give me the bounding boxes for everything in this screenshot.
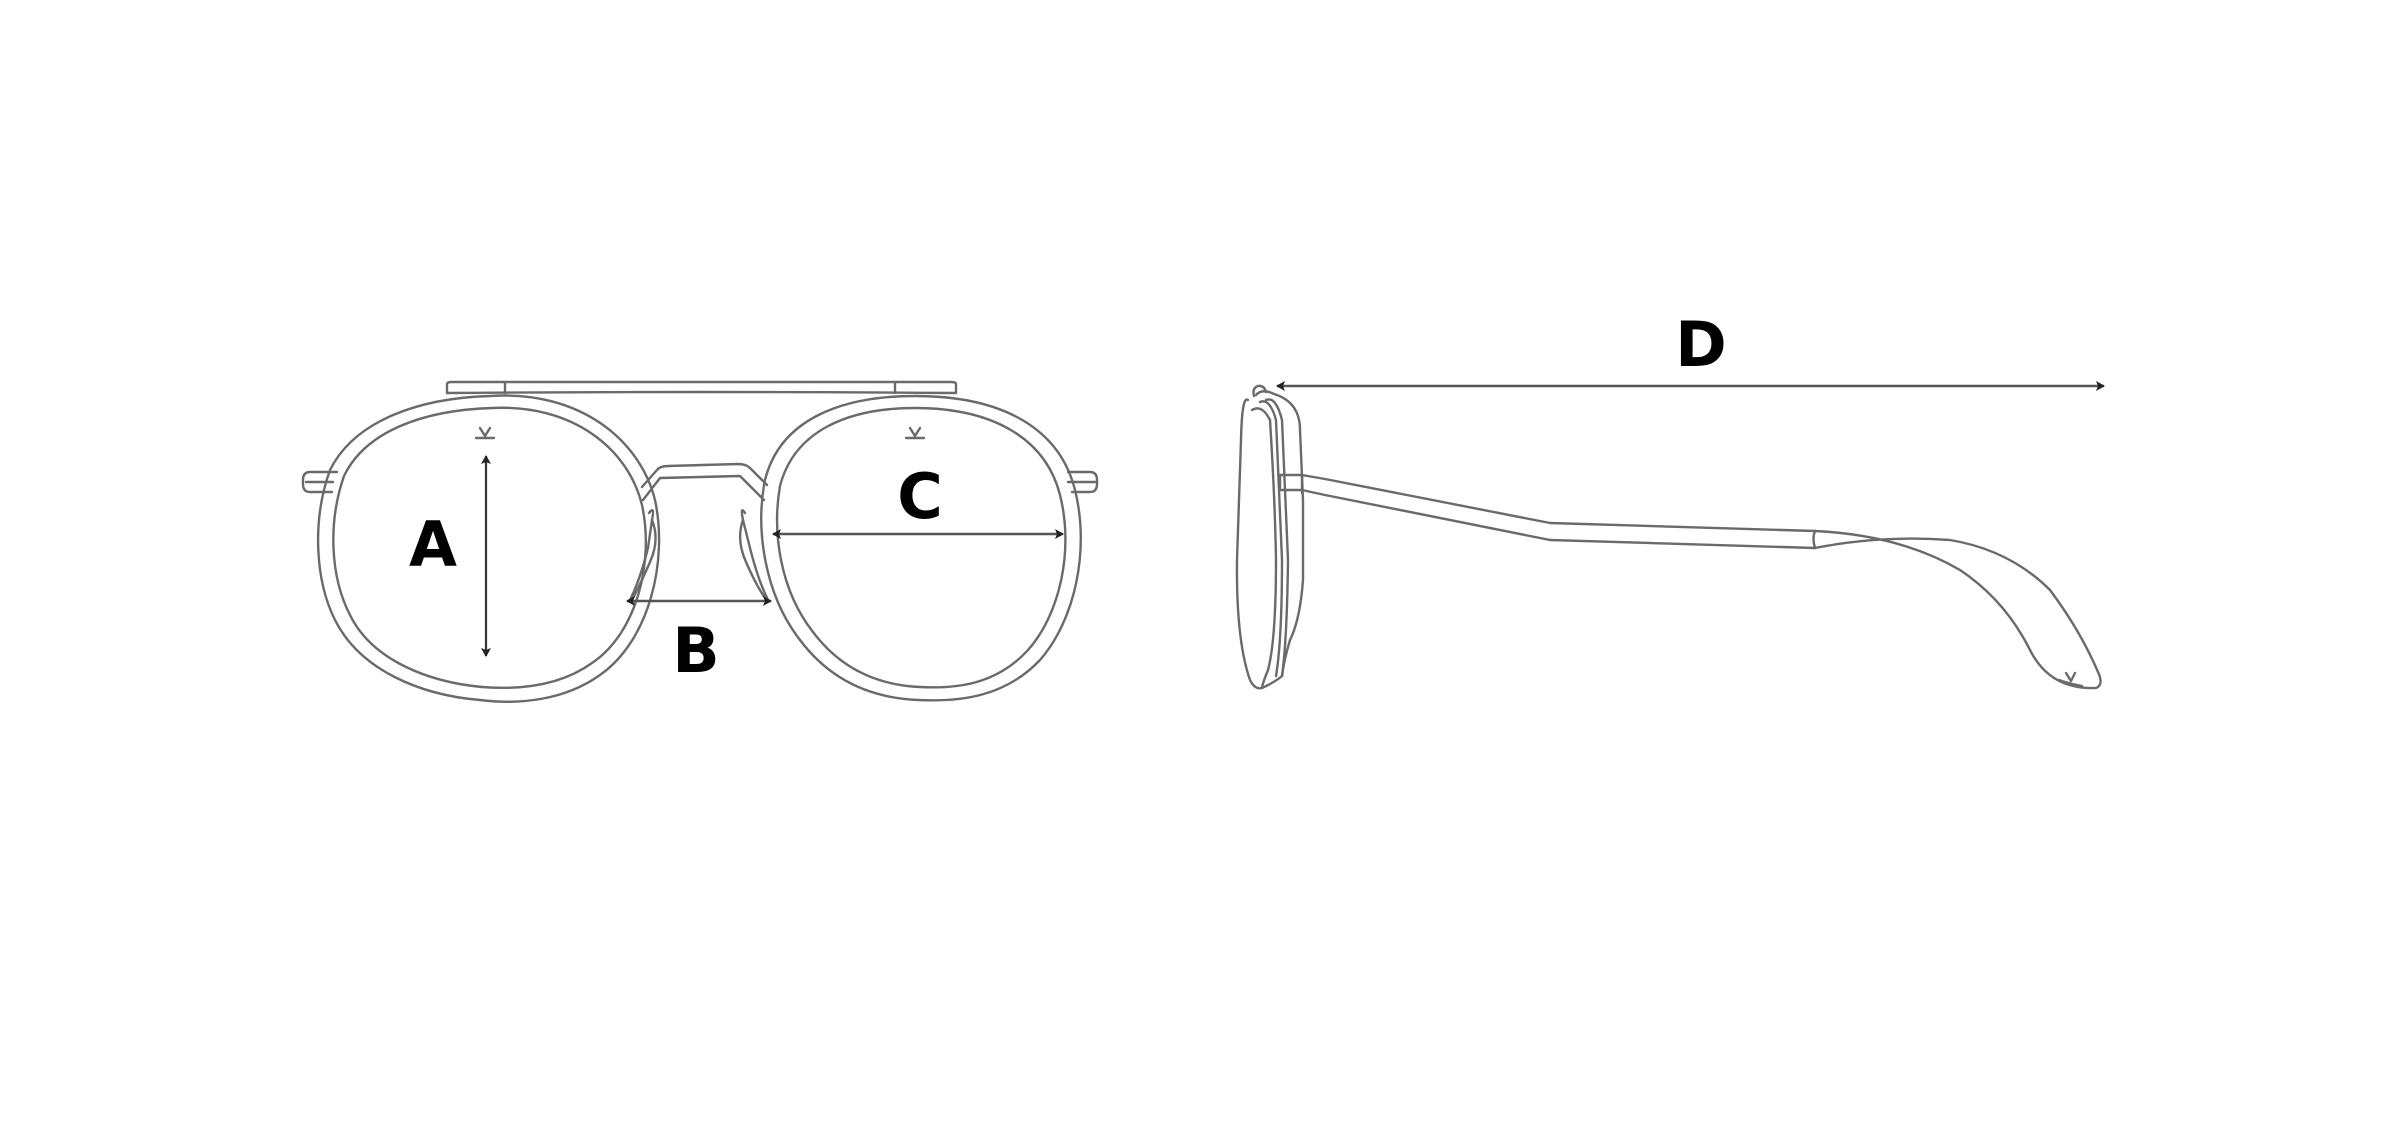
- label-c: C: [897, 460, 943, 533]
- side-view: [1235, 381, 2105, 690]
- label-a: A: [409, 508, 457, 581]
- nose-pads: [628, 509, 770, 602]
- left-logo-icon: [474, 426, 496, 440]
- front-view: [301, 380, 1099, 703]
- left-lens: [316, 394, 661, 703]
- side-frame: [1235, 384, 1305, 690]
- nose-bridge: [640, 462, 769, 502]
- temple-logo-icon: [2057, 671, 2084, 688]
- label-b: B: [672, 614, 720, 687]
- left-hinge: [301, 470, 339, 494]
- top-bar: [445, 380, 958, 395]
- right-logo-icon: [904, 426, 926, 440]
- right-hinge: [1066, 470, 1099, 494]
- right-lens: [760, 394, 1082, 702]
- label-d: D: [1675, 308, 1727, 381]
- temple-arm: [1278, 473, 2102, 690]
